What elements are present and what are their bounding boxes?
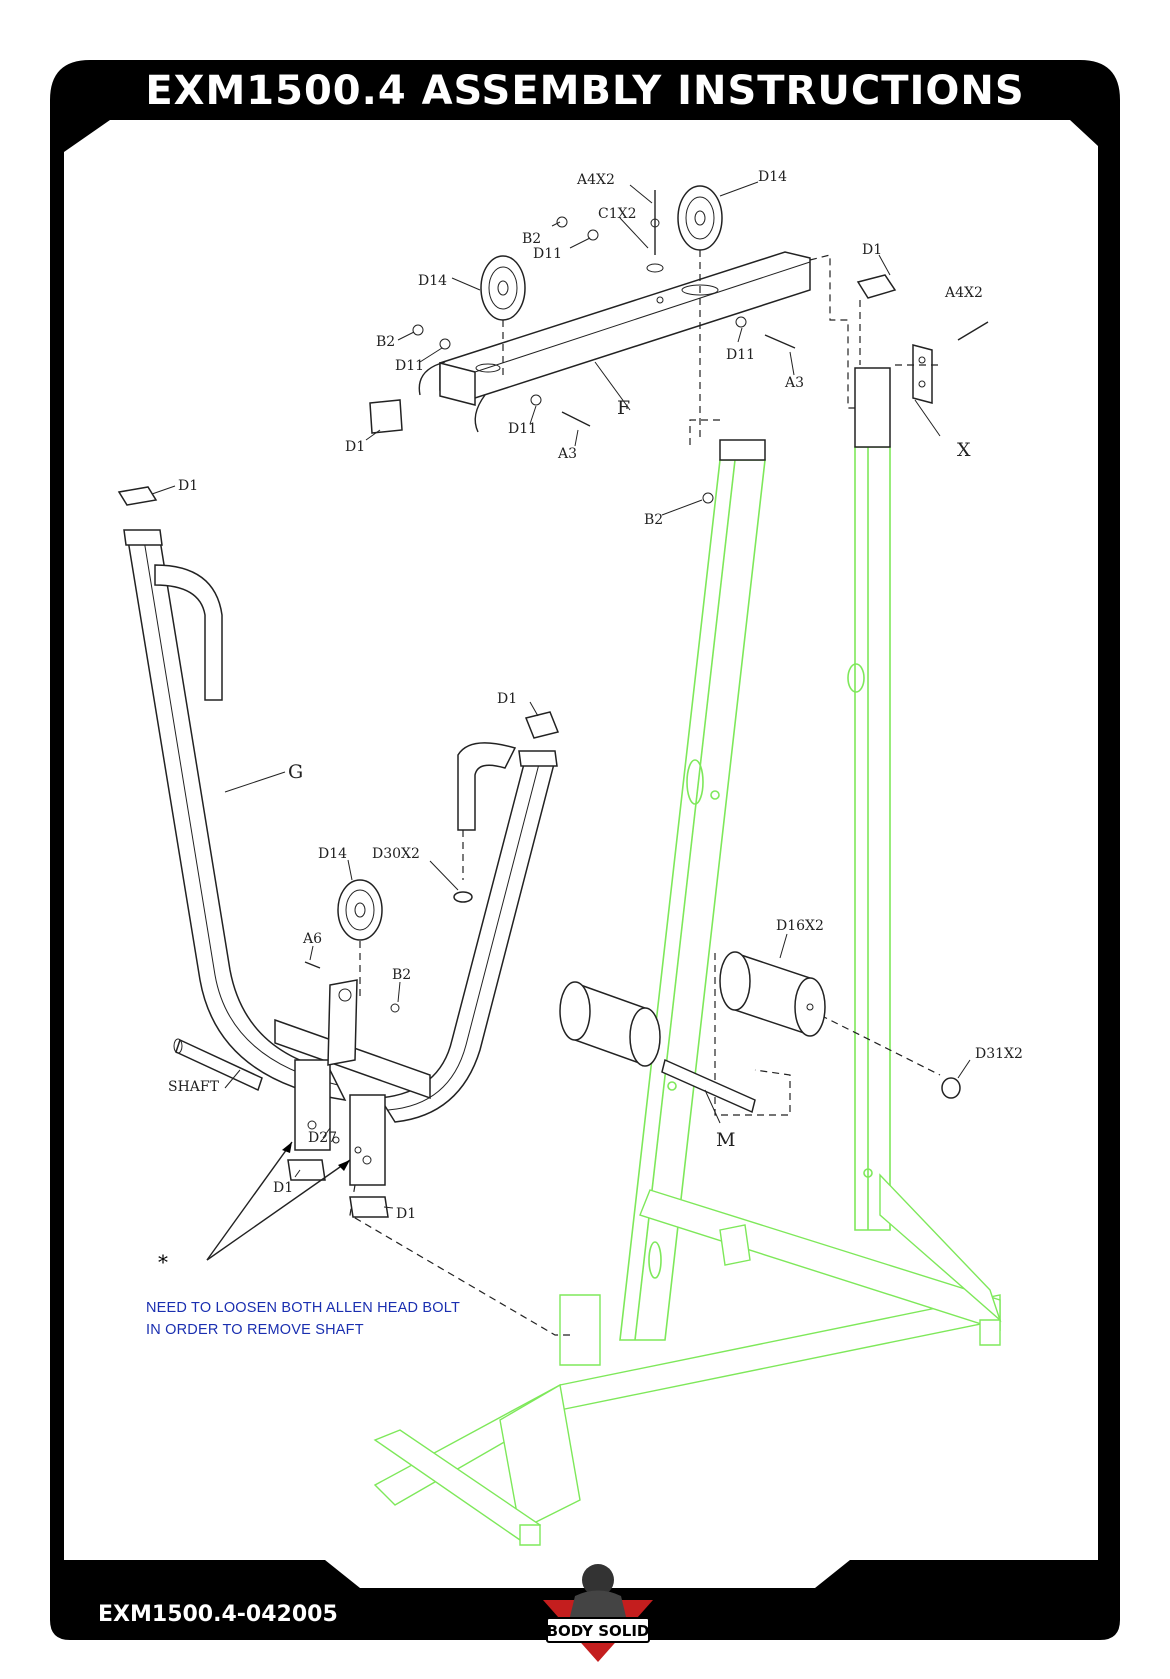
label-d30x2: D30X2 — [372, 846, 420, 862]
label-a4x2-right: A4X2 — [944, 285, 983, 301]
logo-text: BODY SOLID — [547, 1622, 650, 1640]
page-label: Page — [930, 1598, 996, 1629]
label-b2-top: B2 — [522, 231, 541, 247]
label-d1-left: D1 — [345, 439, 365, 455]
label-d27: D27 — [308, 1130, 337, 1146]
label-d1-bottom-left: D1 — [273, 1180, 293, 1196]
label-shaft: SHAFT — [168, 1079, 220, 1095]
label-d11-right: D11 — [726, 347, 755, 363]
label-b2-left: B2 — [376, 334, 395, 350]
lever-hardware — [117, 486, 560, 1218]
label-d11-top: D11 — [533, 246, 562, 262]
label-d14-top: D14 — [758, 169, 787, 185]
assembly-guide-lines — [349, 250, 941, 1336]
note-line-1: NEED TO LOOSEN BOTH ALLEN HEAD BOLT — [146, 1300, 461, 1316]
document-code: EXM1500.4-042005 — [98, 1602, 338, 1627]
label-d16x2: D16X2 — [776, 918, 824, 934]
crossbar-f — [418, 251, 811, 433]
label-g: G — [288, 761, 303, 783]
label-b2-g: B2 — [392, 967, 411, 983]
label-d11-left: D11 — [395, 358, 424, 374]
label-a3-right: A3 — [784, 375, 804, 391]
body-solid-logo: BODY SOLID — [543, 1564, 653, 1662]
label-c1x2: C1X2 — [598, 206, 637, 222]
roller-pads-d16 — [559, 951, 961, 1114]
page-title: EXM1500.4 ASSEMBLY INSTRUCTIONS — [145, 68, 1025, 114]
label-m: M — [716, 1129, 735, 1151]
label-d1-g-top: D1 — [178, 478, 198, 494]
label-a6: A6 — [302, 931, 322, 947]
lever-arm-g — [123, 529, 558, 1186]
note-line-2: IN ORDER TO REMOVE SHAFT — [146, 1322, 364, 1338]
label-x: X — [957, 439, 971, 461]
label-d14-g: D14 — [318, 846, 347, 862]
label-d14-left: D14 — [418, 273, 447, 289]
label-leader-lines — [151, 181, 971, 1209]
crossbar-hardware — [369, 190, 989, 504]
label-d1-top-right: D1 — [862, 242, 882, 258]
label-d1-bottom-right: D1 — [396, 1206, 416, 1222]
label-f: F — [617, 397, 630, 419]
pulley-d14-lever — [337, 879, 383, 941]
label-d11-mid: D11 — [508, 421, 537, 437]
base-frame-outline — [373, 446, 1002, 1546]
page-indicator: Page 10 — [930, 1598, 1042, 1630]
pulley-d14-top — [677, 185, 723, 251]
note-asterisk: * — [158, 1250, 168, 1274]
label-d31x2: D31X2 — [975, 1046, 1023, 1062]
label-a3-mid: A3 — [557, 446, 577, 462]
label-a4x2-top: A4X2 — [576, 172, 615, 188]
note-pointer-arrows — [206, 1141, 351, 1261]
label-b2-mid: B2 — [644, 512, 663, 528]
page-number: 10 — [1005, 1600, 1042, 1630]
label-d1-g-right: D1 — [497, 691, 517, 707]
part-labels: A4X2 D14 C1X2 B2 D11 D1 A4X2 D14 B2 D11 … — [168, 169, 1023, 1222]
pulley-d14-left — [480, 255, 526, 321]
